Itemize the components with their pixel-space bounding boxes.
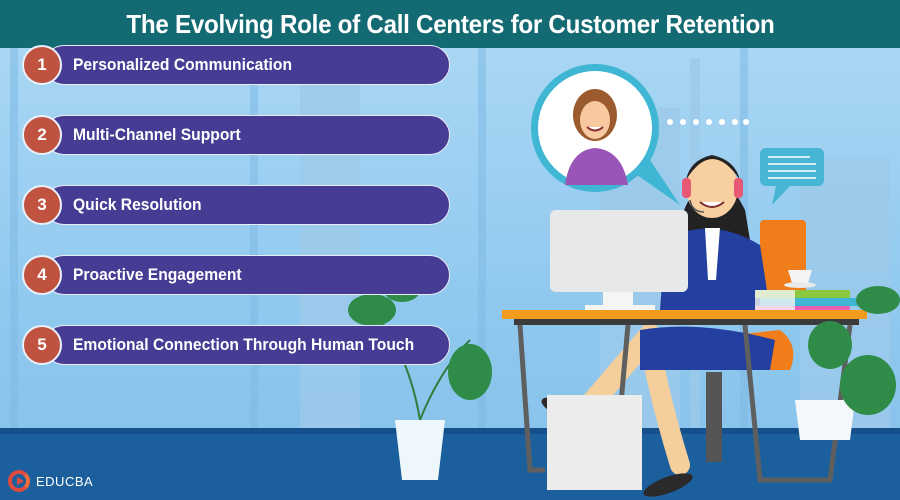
item-pill — [44, 255, 450, 295]
item-label: Personalized Communication — [73, 55, 293, 74]
item-pill — [44, 45, 450, 85]
item-label: Quick Resolution — [73, 195, 202, 214]
number-badge: 1 — [22, 45, 62, 85]
number-badge: 4 — [22, 255, 62, 295]
floor — [0, 434, 900, 500]
window-frame — [478, 48, 486, 434]
brand-name: EDUCBA — [36, 473, 94, 489]
window-frame — [740, 48, 748, 434]
retention-factors-list: 1 Personalized Communication 2 Multi-Cha… — [22, 45, 452, 395]
number-badge: 5 — [22, 325, 62, 365]
building-spire — [690, 58, 700, 428]
item-pill — [44, 185, 450, 225]
floor-trim — [0, 428, 900, 436]
title-banner: The Evolving Role of Call Centers for Cu… — [0, 0, 900, 48]
number-badge: 3 — [22, 185, 62, 225]
number-badge: 2 — [22, 115, 62, 155]
page-title: The Evolving Role of Call Centers for Cu… — [125, 8, 775, 39]
building — [600, 108, 680, 428]
list-item: 3 Quick Resolution — [22, 185, 452, 225]
window-frame — [10, 48, 18, 434]
educba-logo: EDUCBA — [8, 470, 93, 492]
window-frame — [250, 48, 258, 434]
item-pill — [44, 325, 450, 365]
educba-logo-icon — [8, 470, 30, 492]
list-item: 1 Personalized Communication — [22, 45, 452, 85]
item-label: Multi-Channel Support — [73, 125, 241, 144]
list-item: 5 Emotional Connection Through Human Tou… — [22, 325, 452, 365]
building — [800, 158, 890, 428]
item-pill — [44, 115, 450, 155]
item-label: Proactive Engagement — [73, 265, 242, 284]
list-item: 4 Proactive Engagement — [22, 255, 452, 295]
list-item: 2 Multi-Channel Support — [22, 115, 452, 155]
item-label: Emotional Connection Through Human Touch — [73, 335, 415, 354]
